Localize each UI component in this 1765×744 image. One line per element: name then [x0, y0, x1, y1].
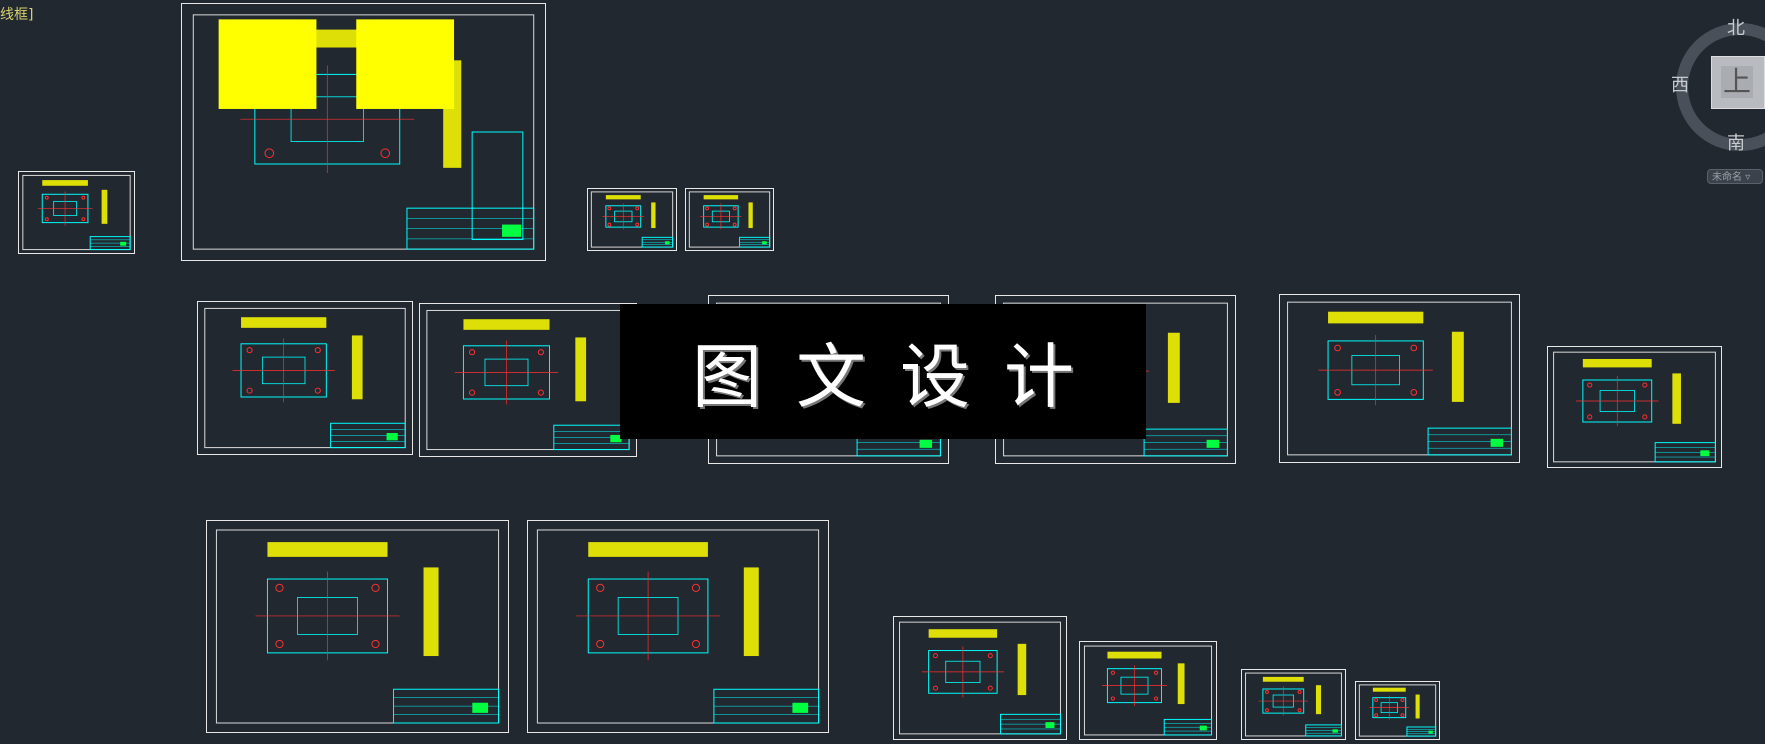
drawing-sheet[interactable]: [197, 301, 413, 455]
sheet-drawing: [899, 621, 1061, 735]
sheet-drawing: [22, 174, 131, 251]
drawing-sheet[interactable]: [1079, 641, 1217, 740]
drawing-sheet[interactable]: [181, 3, 546, 261]
sheet-drawing: [536, 529, 820, 724]
named-view-dropdown[interactable]: 未命名 ▿: [1707, 169, 1763, 184]
title-block: [739, 236, 771, 248]
viewport-style-label[interactable]: 线框]: [0, 7, 34, 23]
sheet-drawing: [1287, 301, 1512, 456]
viewcube-top-face[interactable]: 上: [1711, 56, 1765, 109]
sheet-drawing: [192, 14, 535, 250]
sheet-drawing: [590, 191, 674, 248]
hatched-section: [1107, 651, 1162, 659]
drawing-sheet[interactable]: [1355, 681, 1440, 740]
hatched-section: [267, 542, 388, 557]
hatched-section: [1582, 359, 1652, 368]
watermark-text: 图文设计: [692, 336, 1108, 418]
drawing-sheet[interactable]: [206, 520, 509, 733]
hatched-section: [1328, 311, 1424, 324]
sheet-drawing: [1358, 684, 1437, 737]
sheet-drawing: [1083, 645, 1213, 736]
compass-south[interactable]: 南: [1727, 133, 1745, 154]
side-section: [1017, 643, 1027, 696]
viewcube-face-label: 上: [1721, 65, 1753, 98]
drawing-sheet[interactable]: [1547, 346, 1722, 468]
side-section: [351, 335, 363, 400]
side-section: [575, 337, 587, 402]
hatched-section: [605, 195, 641, 200]
compass-north[interactable]: 北: [1727, 18, 1745, 39]
sheet-drawing: [204, 307, 406, 449]
hatched-section: [928, 629, 998, 638]
side-section: [1451, 331, 1464, 402]
side-section: [1672, 373, 1681, 424]
side-section: [1415, 694, 1420, 719]
side-section: [423, 567, 439, 657]
sheet-drawing: [1245, 672, 1342, 737]
compass-west[interactable]: 西: [1671, 75, 1689, 96]
hatched-section: [703, 195, 739, 200]
drawing-sheet[interactable]: [893, 616, 1067, 740]
hatched-section: [1262, 676, 1304, 682]
drawing-sheet[interactable]: [685, 188, 774, 251]
drawing-sheet[interactable]: [18, 171, 135, 254]
side-section: [1167, 332, 1180, 403]
sheet-drawing: [1553, 351, 1716, 463]
hatched-section: [241, 317, 327, 328]
sheet-drawing: [426, 309, 630, 451]
chevron-down-icon: ▿: [1745, 172, 1751, 183]
side-section: [743, 567, 759, 657]
hatched-section: [463, 319, 550, 330]
drawing-sheet[interactable]: [527, 520, 829, 733]
side-section: [651, 202, 656, 229]
sheet-drawing: [215, 529, 500, 724]
hatched-section: [42, 180, 88, 186]
side-section: [748, 202, 753, 229]
watermark: 图文设计: [620, 304, 1146, 439]
hatched-section: [1372, 687, 1406, 692]
drawing-sheet[interactable]: [419, 303, 637, 457]
drawing-sheet[interactable]: [587, 188, 677, 251]
sheet-drawing: [688, 191, 771, 248]
hatched-section: [588, 542, 708, 557]
named-view-label: 未命名: [1712, 172, 1742, 183]
side-section: [1315, 685, 1322, 715]
drawing-sheet[interactable]: [1279, 294, 1520, 463]
drawing-sheet[interactable]: [1241, 669, 1346, 740]
side-section: [1177, 663, 1185, 705]
side-section: [101, 189, 108, 224]
